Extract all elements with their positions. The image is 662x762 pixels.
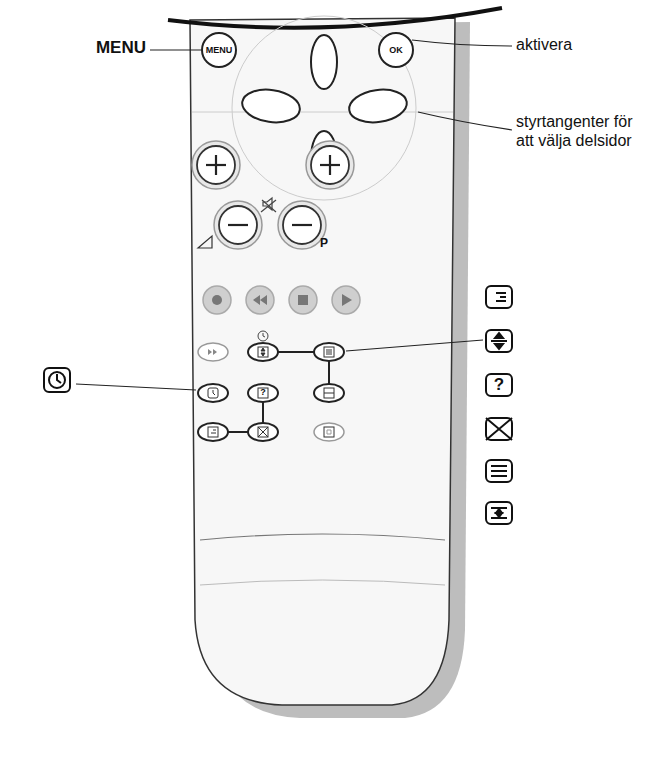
leader-line bbox=[150, 49, 201, 50]
callout-label: MENU bbox=[96, 38, 146, 58]
symbol-icons bbox=[486, 286, 512, 524]
round-button: OK bbox=[378, 32, 414, 68]
plus-minus-buttons bbox=[192, 141, 354, 249]
leader-line bbox=[346, 340, 483, 351]
callout-label: aktivera bbox=[516, 35, 572, 54]
leader-line bbox=[76, 384, 196, 390]
timer-icon bbox=[44, 368, 70, 392]
small-keys bbox=[198, 331, 344, 441]
symbol-icon-text: ? bbox=[494, 375, 504, 395]
panel-line bbox=[200, 534, 445, 540]
transport-buttons bbox=[203, 286, 360, 314]
guide-line bbox=[192, 112, 453, 113]
remote-top-edge bbox=[168, 8, 502, 28]
leader-line bbox=[418, 112, 512, 130]
panel-line bbox=[200, 580, 445, 585]
key-symbol: ? bbox=[260, 387, 266, 398]
callout-label: styrtangenter för att välja delsidor bbox=[516, 112, 651, 150]
program-mark: P bbox=[320, 236, 328, 250]
leader-line bbox=[412, 40, 512, 46]
button-text: OK bbox=[389, 45, 403, 55]
nav-ring bbox=[232, 16, 416, 200]
round-button: MENU bbox=[201, 32, 238, 69]
key-group-lines bbox=[213, 352, 329, 432]
symbol-glyphs bbox=[486, 293, 512, 518]
button-text: MENU bbox=[206, 45, 233, 55]
